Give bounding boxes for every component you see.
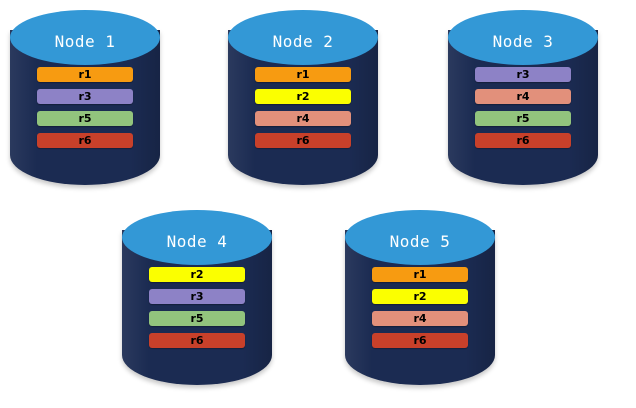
replica-bar[interactable]: r3 [475, 67, 571, 82]
replica-label: r6 [296, 134, 310, 147]
replica-list: r3 r4 r5 r6 [475, 67, 571, 148]
replica-bar[interactable]: r4 [372, 311, 468, 326]
replica-label: r4 [296, 112, 310, 125]
replica-label: r2 [296, 90, 310, 103]
replica-label: r1 [296, 68, 310, 81]
replica-bar[interactable]: r2 [255, 89, 351, 104]
database-node-cylinder[interactable]: Node 4 r2 r3 r5 r6 [122, 210, 272, 390]
replica-bar[interactable]: r6 [372, 333, 468, 348]
replica-bar[interactable]: r6 [255, 133, 351, 148]
replica-list: r1 r3 r5 r6 [37, 67, 133, 148]
replica-bar[interactable]: r4 [475, 89, 571, 104]
replica-bar[interactable]: r3 [37, 89, 133, 104]
database-node-cylinder[interactable]: Node 2 r1 r2 r4 r6 [228, 10, 378, 190]
replica-label: r4 [413, 312, 427, 325]
replica-label: r6 [516, 134, 530, 147]
replica-bar[interactable]: r6 [149, 333, 245, 348]
replica-label: r2 [190, 268, 204, 281]
replica-bar[interactable]: r5 [149, 311, 245, 326]
replica-label: r3 [78, 90, 92, 103]
replica-label: r3 [516, 68, 530, 81]
replica-bar[interactable]: r4 [255, 111, 351, 126]
replica-list: r2 r3 r5 r6 [149, 267, 245, 348]
replica-label: r2 [413, 290, 427, 303]
replica-label: r6 [413, 334, 427, 347]
replica-label: r5 [516, 112, 530, 125]
replica-label: r1 [78, 68, 92, 81]
replica-label: r3 [190, 290, 204, 303]
replica-label: r1 [413, 268, 427, 281]
replica-bar[interactable]: r6 [475, 133, 571, 148]
replica-bar[interactable]: r2 [149, 267, 245, 282]
replica-bar[interactable]: r1 [255, 67, 351, 82]
node-title: Node 4 [166, 231, 228, 251]
replica-label: r5 [78, 112, 92, 125]
replica-label: r4 [516, 90, 530, 103]
replica-list: r1 r2 r4 r6 [372, 267, 468, 348]
database-node-cylinder[interactable]: Node 3 r3 r4 r5 r6 [448, 10, 598, 190]
cylinder-top-ellipse: Node 3 [448, 10, 598, 65]
replica-list: r1 r2 r4 r6 [255, 67, 351, 148]
replica-label: r6 [78, 134, 92, 147]
node-title: Node 3 [492, 31, 554, 51]
cylinder-top-ellipse: Node 4 [122, 210, 272, 265]
database-node-cylinder[interactable]: Node 1 r1 r3 r5 r6 [10, 10, 160, 190]
replica-bar[interactable]: r5 [37, 111, 133, 126]
replica-label: r6 [190, 334, 204, 347]
cylinder-top-ellipse: Node 1 [10, 10, 160, 65]
replica-bar[interactable]: r3 [149, 289, 245, 304]
node-title: Node 1 [54, 31, 116, 51]
cylinder-top-ellipse: Node 2 [228, 10, 378, 65]
cylinder-top-ellipse: Node 5 [345, 210, 495, 265]
replica-label: r5 [190, 312, 204, 325]
replica-bar[interactable]: r1 [37, 67, 133, 82]
node-title: Node 2 [272, 31, 334, 51]
node-title: Node 5 [389, 231, 451, 251]
database-node-cylinder[interactable]: Node 5 r1 r2 r4 r6 [345, 210, 495, 390]
replica-bar[interactable]: r6 [37, 133, 133, 148]
replica-bar[interactable]: r2 [372, 289, 468, 304]
replica-bar[interactable]: r5 [475, 111, 571, 126]
replica-bar[interactable]: r1 [372, 267, 468, 282]
